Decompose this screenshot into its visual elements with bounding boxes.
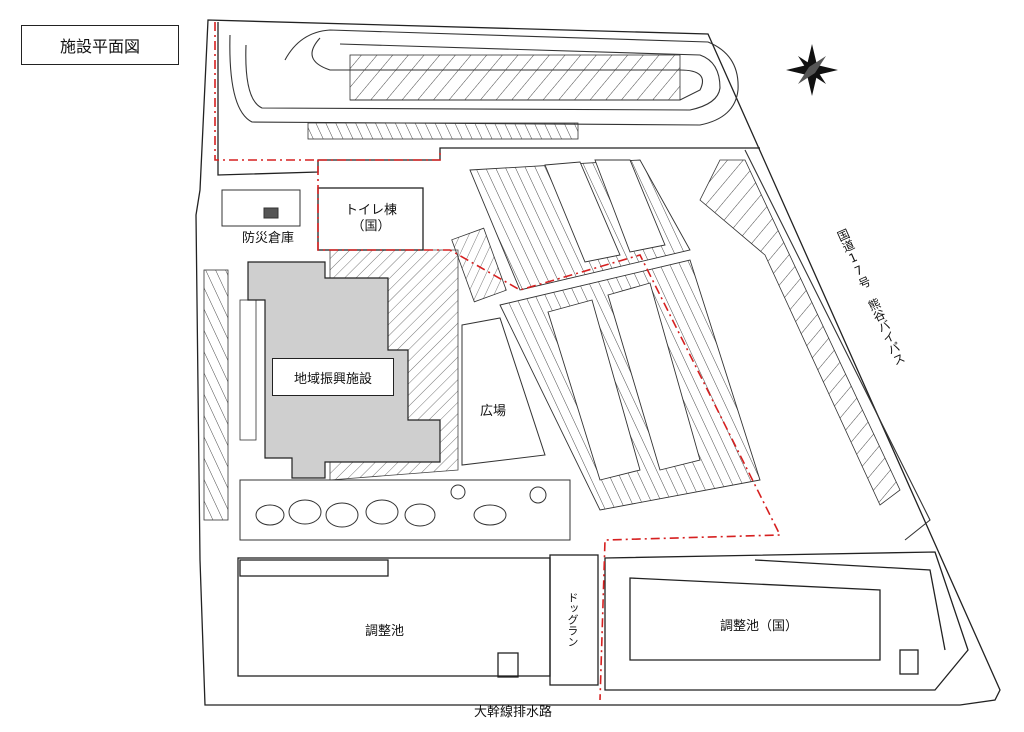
bypass-stall-band (699, 159, 901, 506)
north-arrow-icon (786, 44, 838, 96)
regional-facility-label: 地域振興施設 (272, 358, 394, 396)
disaster-storage-label: 防災倉庫 (242, 231, 295, 246)
bus-bays (307, 122, 579, 140)
pond-left-label: 調整池 (365, 624, 405, 639)
dog-run-label: ドッグラン (566, 592, 579, 647)
drop-off-hatch (451, 227, 507, 303)
central-parking (469, 159, 761, 511)
toilet-owner: （国） (351, 219, 391, 234)
storage-pavilion (221, 189, 301, 227)
plaza-area (461, 317, 546, 466)
toilet-name: トイレ棟 (344, 203, 397, 218)
bypass-road-edge (744, 149, 931, 541)
plan-title: 施設平面図 (21, 25, 179, 65)
regional-facility-text: 地域振興施設 (293, 371, 372, 387)
bottom-structures (237, 551, 969, 691)
boundary-line (214, 22, 782, 701)
drain-label: 大幹線排水路 (474, 705, 553, 720)
plaza-label: 広場 (480, 404, 507, 419)
left-perimeter-parking (203, 269, 257, 521)
pond-right-label: 調整池（国） (720, 619, 799, 634)
top-stall-rows (349, 54, 681, 101)
plan-title-text: 施設平面図 (59, 37, 140, 56)
toilet-label: トイレ棟 （国） (330, 203, 412, 235)
garden-band (239, 479, 571, 541)
